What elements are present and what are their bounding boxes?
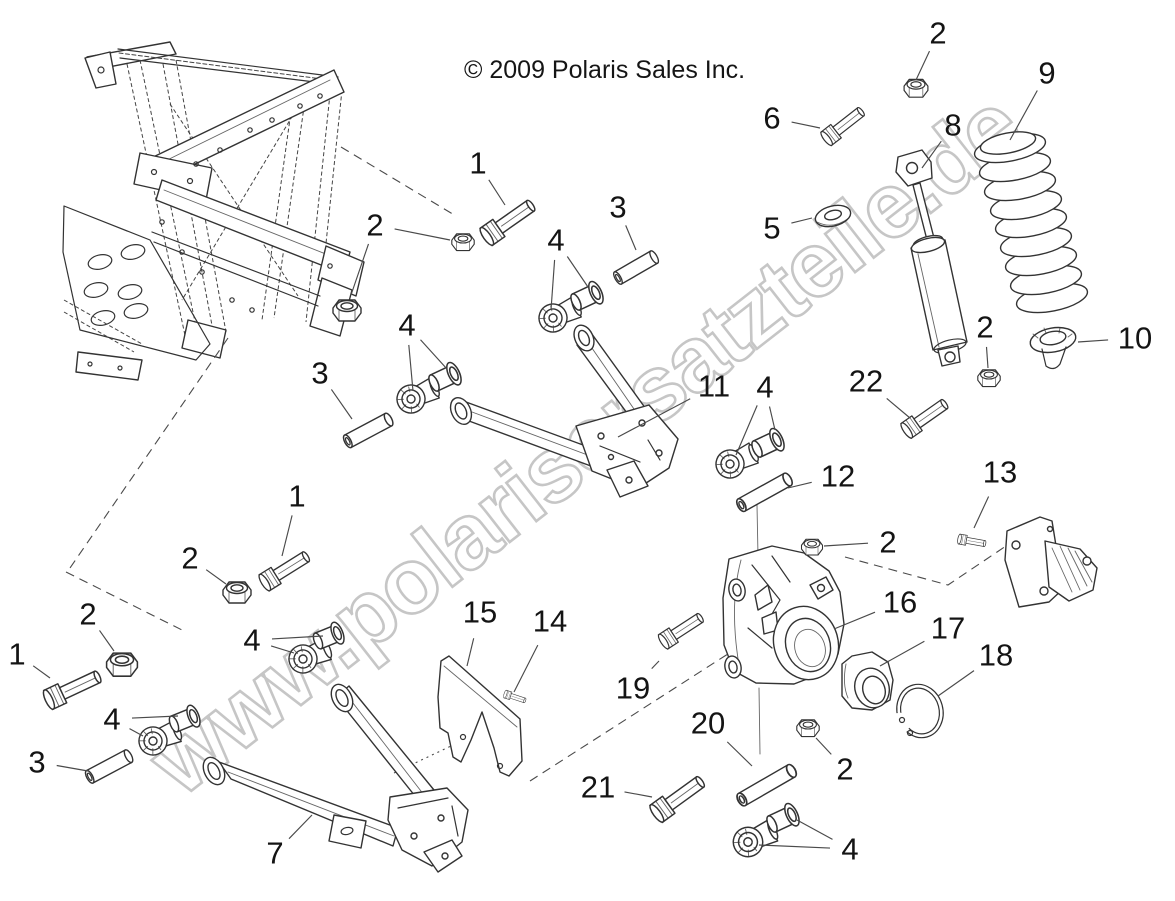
callout-13: 13 bbox=[982, 454, 1018, 490]
callout-8: 8 bbox=[944, 107, 962, 143]
callout-19: 19 bbox=[615, 670, 651, 706]
callout-10: 10 bbox=[1117, 320, 1153, 356]
bearing-carrier bbox=[722, 504, 845, 755]
chassis-frame bbox=[62, 41, 365, 381]
callout-16: 16 bbox=[882, 584, 918, 620]
callout-4: 4 bbox=[547, 222, 565, 258]
callout-17: 17 bbox=[930, 610, 966, 646]
callout-5: 5 bbox=[763, 210, 781, 246]
callout-14: 14 bbox=[532, 603, 568, 639]
callout-2: 2 bbox=[181, 540, 199, 576]
callout-12: 12 bbox=[820, 458, 856, 494]
callout-18: 18 bbox=[978, 637, 1014, 673]
copyright-text: © 2009 Polaris Sales Inc. bbox=[464, 56, 746, 84]
callout-3: 3 bbox=[28, 744, 46, 780]
callout-2: 2 bbox=[79, 596, 97, 632]
callout-2: 2 bbox=[836, 751, 854, 787]
callout-4: 4 bbox=[756, 369, 774, 405]
assembly-dashed-lines bbox=[65, 146, 1007, 782]
carrier-bushing bbox=[841, 651, 894, 711]
callout-15: 15 bbox=[462, 594, 498, 630]
callout-7: 7 bbox=[266, 835, 284, 871]
callout-1: 1 bbox=[469, 145, 487, 181]
callout-9: 9 bbox=[1038, 55, 1056, 91]
callout-2: 2 bbox=[929, 15, 947, 51]
callout-21: 21 bbox=[580, 769, 616, 805]
spring-retainer bbox=[1029, 326, 1077, 370]
callout-leader-lines bbox=[32, 50, 1109, 849]
callout-11: 11 bbox=[697, 368, 731, 404]
shield-screw bbox=[502, 689, 528, 705]
lower-a-arm bbox=[202, 683, 469, 873]
callout-2: 2 bbox=[879, 524, 897, 560]
callout-3: 3 bbox=[609, 189, 627, 225]
shock-absorber bbox=[895, 149, 968, 367]
upper-a-arm bbox=[449, 324, 679, 498]
callout-4: 4 bbox=[841, 831, 859, 867]
cushion-washer bbox=[814, 204, 852, 228]
brake-caliper bbox=[1004, 516, 1098, 608]
callout-2: 2 bbox=[366, 207, 384, 243]
callout-2: 2 bbox=[976, 309, 994, 345]
callout-3: 3 bbox=[311, 355, 329, 391]
callout-6: 6 bbox=[763, 100, 781, 136]
callout-4: 4 bbox=[103, 701, 121, 737]
callout-4: 4 bbox=[243, 622, 261, 658]
callout-4: 4 bbox=[398, 307, 416, 343]
splash-shield bbox=[437, 655, 523, 777]
callout-1: 1 bbox=[8, 636, 26, 672]
callout-20: 20 bbox=[690, 705, 726, 741]
callout-1: 1 bbox=[288, 478, 306, 514]
snap-ring bbox=[888, 683, 944, 742]
coil-spring bbox=[973, 131, 1089, 314]
callout-22: 22 bbox=[848, 363, 884, 399]
